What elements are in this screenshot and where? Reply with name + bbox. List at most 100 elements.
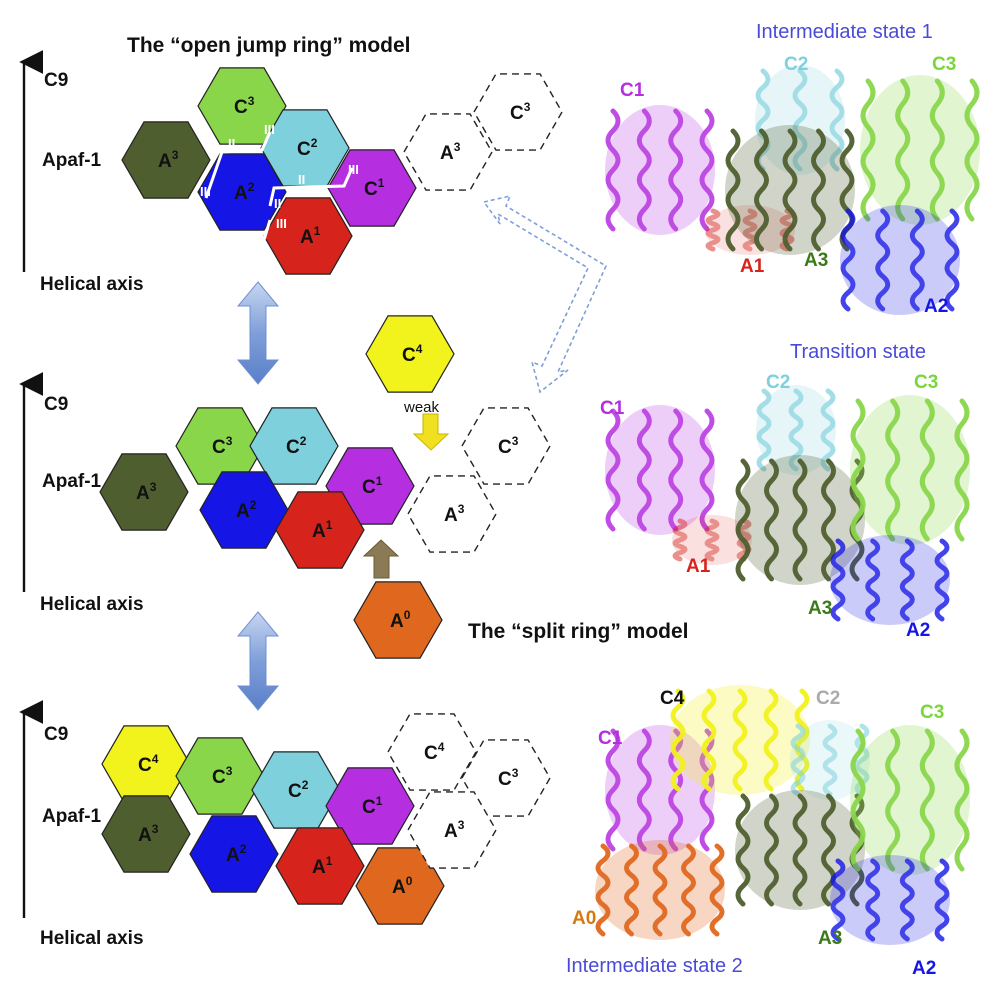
ribbon-c3 — [850, 725, 970, 875]
hex-label: A3 — [138, 822, 159, 846]
ghost-hex-c3: C3 — [473, 73, 563, 151]
state-title: Transition state — [790, 341, 926, 363]
hex-a2: A2 — [199, 471, 289, 549]
c9-label: C9 — [44, 70, 68, 91]
label-c3: C3 — [932, 54, 956, 75]
c9-label: C9 — [44, 394, 68, 415]
open-jump-ring-title: The “open jump ring” model — [127, 34, 411, 57]
hex-a3: A3 — [101, 795, 191, 873]
ribbon-a3 — [725, 125, 855, 255]
label-a0: A0 — [572, 908, 596, 929]
hex-label: A1 — [312, 854, 333, 878]
ribbon-c3 — [850, 395, 970, 545]
weak-label: weak — [403, 399, 440, 416]
interface-label: III — [264, 122, 275, 137]
hex-label: C3 — [212, 764, 233, 788]
hex-label: A3 — [440, 140, 461, 164]
apaf1-label: Apaf-1 — [42, 806, 102, 827]
label-a3: A3 — [818, 928, 842, 949]
ribbon-c3 — [860, 75, 980, 225]
hex-a3: A3 — [121, 121, 211, 199]
apaf1-label: Apaf-1 — [42, 150, 102, 171]
ribbon-a0 — [595, 840, 725, 940]
ribbon-c2 — [756, 385, 836, 475]
hex-label: A3 — [444, 502, 465, 526]
hex-a2: A2 — [197, 153, 287, 231]
ribbon-a1 — [672, 515, 752, 565]
hex-label: A1 — [312, 518, 333, 542]
hex-label: C1 — [364, 176, 385, 200]
structure-transition-state: Transition state C1 C2 C3 A1 A3 A2 — [600, 341, 938, 641]
label-a3: A3 — [808, 598, 832, 619]
label-a1: A1 — [686, 556, 711, 577]
label-c2: C2 — [784, 54, 808, 75]
state-title: Intermediate state 1 — [756, 21, 933, 43]
label-c3: C3 — [914, 372, 938, 393]
label-c2: C2 — [816, 688, 840, 709]
label-a2: A2 — [906, 620, 930, 641]
interface-label: III — [348, 162, 359, 177]
structure-intermediate-state-2: Intermediate state 2 C4 C2 C3 C1 A0 A3 A… — [566, 688, 944, 979]
hex-a1: A1 — [275, 491, 365, 569]
label-c1: C1 — [620, 80, 645, 101]
ribbon-a3 — [735, 455, 865, 585]
hex-label: C4 — [402, 342, 423, 366]
structure-intermediate-state-1: Intermediate state 1 C1 C2 C3 A1 A3 A2 — [620, 21, 956, 317]
hex-label: C1 — [362, 794, 383, 818]
ribbon-a2 — [830, 855, 950, 945]
hex-label: A1 — [300, 224, 321, 248]
label-c1: C1 — [598, 728, 623, 749]
hex-label: C3 — [510, 100, 531, 124]
label-a2: A2 — [924, 296, 948, 317]
hex-label: C3 — [498, 434, 519, 458]
hex-label: A0 — [392, 874, 413, 898]
hex-label: A0 — [390, 608, 411, 632]
interface-label: III — [200, 184, 211, 199]
ribbon-c1 — [605, 105, 715, 235]
hex-label: C3 — [498, 766, 519, 790]
equivalence-dashed-arrow — [482, 194, 608, 394]
label-c1: C1 — [600, 398, 625, 419]
ghost-hex-a3: A3 — [407, 791, 497, 869]
hex-c1: C1 — [325, 767, 415, 845]
interface-label: II — [298, 172, 305, 187]
ribbon-a2 — [840, 205, 960, 315]
hex-c4: C4 — [101, 725, 191, 803]
axis-row-3: C9 Apaf-1 Helical axis — [19, 700, 144, 949]
hex-label: A3 — [136, 480, 157, 504]
hex-label: C3 — [234, 94, 255, 118]
transition-double-arrow — [236, 281, 280, 385]
a0-binding-arrow — [362, 539, 400, 579]
hex-label: A3 — [158, 148, 179, 172]
hex-c4: C4 — [365, 315, 455, 393]
structure-ribbons-panel — [595, 65, 980, 945]
ghost-hex-a3: A3 — [407, 475, 497, 553]
transition-double-arrow — [236, 611, 280, 711]
hex-a3: A3 — [99, 453, 189, 531]
helical-axis-label: Helical axis — [40, 274, 144, 295]
interface-label: II — [274, 196, 281, 211]
ghost-hex-c4: C4 — [387, 713, 477, 791]
ghost-hex-c3: C3 — [461, 739, 551, 817]
split-ring-title: The “split ring” model — [468, 620, 689, 643]
ribbon-c4 — [670, 685, 810, 795]
hex-c2: C2 — [251, 751, 341, 829]
hex-label: A2 — [236, 498, 257, 522]
hex-a0: A0 — [353, 581, 443, 659]
label-c2: C2 — [766, 372, 790, 393]
hex-label: C2 — [297, 136, 318, 160]
axis-row-2: C9 Apaf-1 Helical axis — [19, 372, 144, 615]
hex-a1: A1 — [275, 827, 365, 905]
hex-label: A2 — [226, 842, 247, 866]
c9-label: C9 — [44, 724, 68, 745]
axis-row-1: C9 Apaf-1 Helical axis — [19, 50, 144, 295]
label-a3: A3 — [804, 250, 828, 271]
hex-c3: C3 — [175, 737, 265, 815]
hex-label: C4 — [424, 740, 445, 764]
state-title: Intermediate state 2 — [566, 955, 743, 977]
weak-arrow: weak — [403, 399, 450, 451]
hex-c3: C3 — [197, 67, 287, 145]
ghost-hex-c3: C3 — [461, 407, 551, 485]
